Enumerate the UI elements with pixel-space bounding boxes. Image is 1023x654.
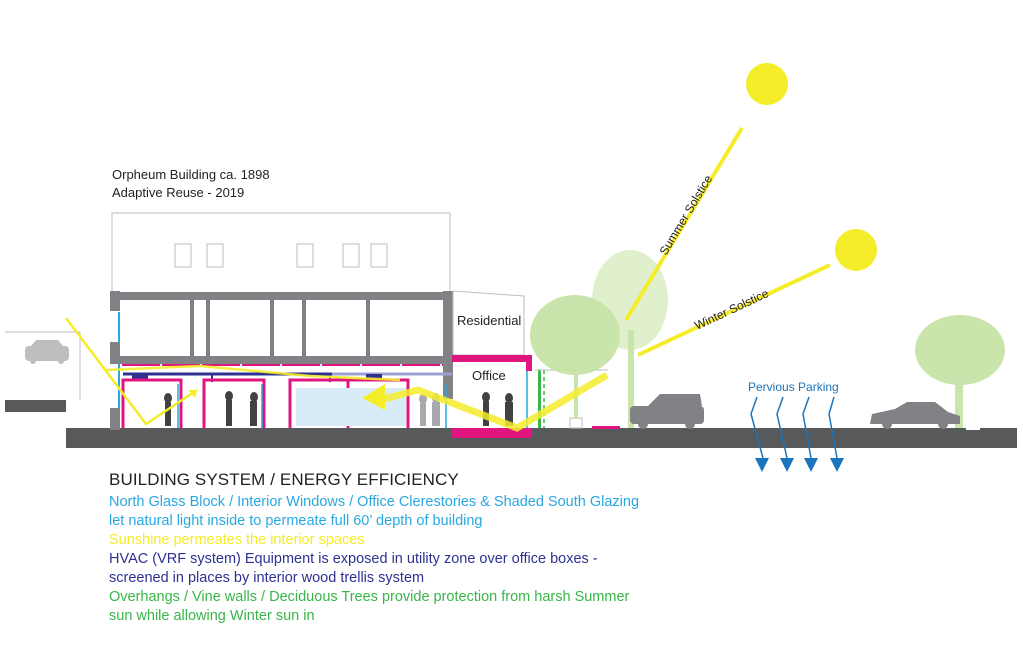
winter-solstice-ray [637, 263, 831, 357]
deciduous-trees [530, 250, 1005, 428]
summer-solstice-label: Summer Solstice [657, 172, 716, 257]
legend-line: screened in places by interior wood trel… [109, 570, 425, 586]
summer-sun-icon [746, 63, 788, 105]
legend-item-hvac: HVAC (VRF system) Equipment is exposed i… [109, 550, 639, 588]
summer-solstice-ray [624, 126, 744, 322]
legend-line: HVAC (VRF system) Equipment is exposed i… [109, 551, 598, 567]
curb-notch [966, 426, 980, 430]
caption-line-2: Adaptive Reuse - 2019 [112, 185, 245, 200]
legend-item-daylight: North Glass Block / Interior Windows / O… [109, 493, 639, 531]
residential-label: Residential [457, 313, 522, 328]
neighbor-building [5, 331, 81, 400]
pervious-parking-label: Pervious Parking [748, 380, 839, 394]
legend-item-sunshine: Sunshine permeates the interior spaces [109, 531, 639, 550]
addition-building [445, 290, 532, 438]
arrowhead-interior-1 [188, 390, 197, 398]
legend-line: Overhangs / Vine walls / Deciduous Trees… [109, 589, 630, 605]
legend-line: Sunshine permeates the interior spaces [109, 532, 365, 548]
drain-arrowheads [755, 458, 844, 472]
legend-line: North Glass Block / Interior Windows / O… [109, 494, 640, 510]
car-icon-left [25, 340, 69, 364]
legend-title: BUILDING SYSTEM / ENERGY EFFICIENCY [109, 470, 459, 489]
office-label: Office [472, 368, 506, 383]
sun-path-interior [379, 371, 609, 432]
winter-solstice-label: Winter Solstice [692, 286, 771, 333]
orpheum-building [110, 212, 453, 430]
ground-slab [5, 400, 1017, 448]
caption-line-1: Orpheum Building ca. 1898 [112, 167, 270, 182]
pervious-parking-arrows [750, 396, 838, 459]
interior-light-path [65, 317, 198, 426]
interior-window-glass [296, 388, 406, 426]
upper-windows [174, 243, 388, 268]
winter-sun-icon [835, 229, 877, 271]
sun-rays [65, 126, 831, 432]
energy-efficiency-legend: BUILDING SYSTEM / ENERGY EFFICIENCY Nort… [109, 470, 639, 626]
building-caption: Orpheum Building ca. 1898 Adaptive Reuse… [112, 166, 270, 202]
ground [5, 400, 1017, 448]
structure-frame [110, 291, 453, 430]
legend-line: sun while allowing Winter sun in [109, 608, 315, 624]
legend-item-shading: Overhangs / Vine walls / Deciduous Trees… [109, 588, 639, 626]
car-sedan [870, 402, 960, 429]
legend-line: let natural light inside to permeate ful… [109, 513, 483, 529]
car-suv [630, 394, 704, 429]
